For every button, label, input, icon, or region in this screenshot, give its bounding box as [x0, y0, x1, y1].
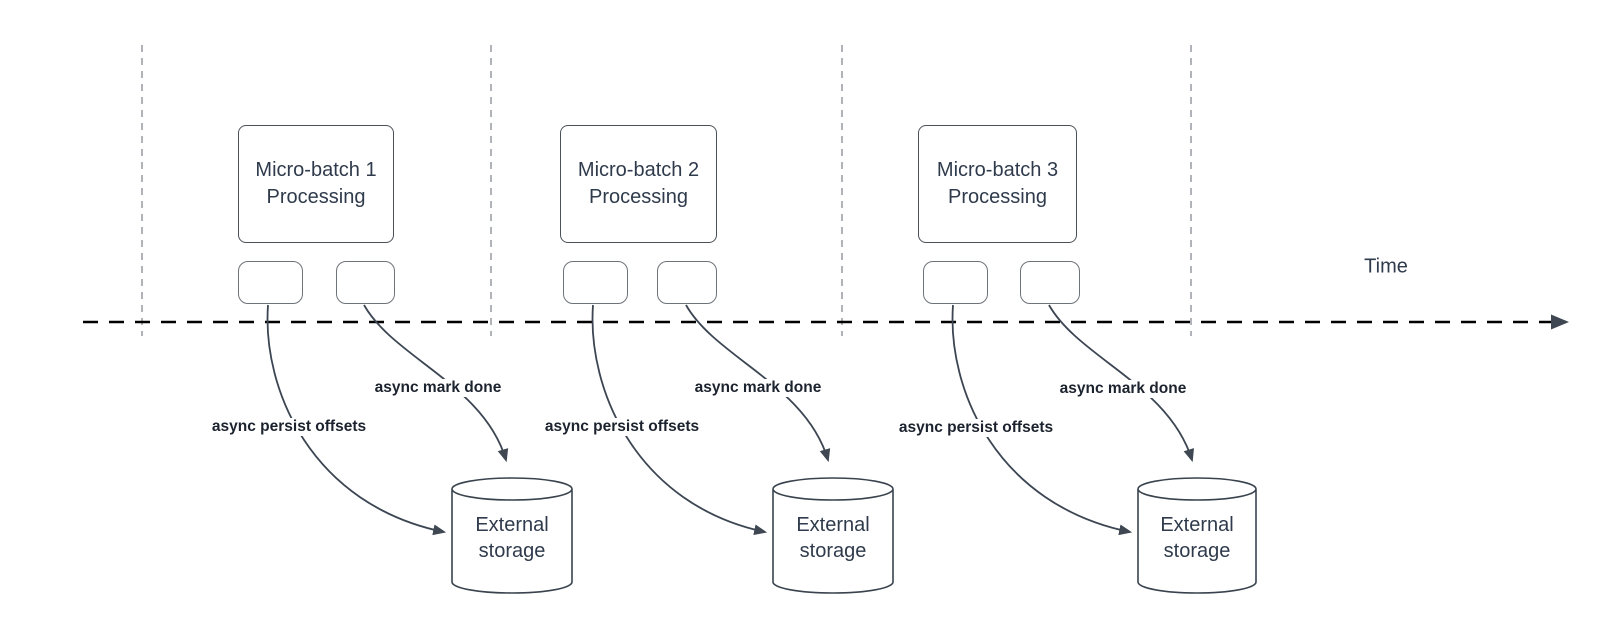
external-storage-cylinder-1	[451, 477, 573, 594]
mark-done-label-3: async mark done	[1056, 380, 1190, 398]
micro-batch-2-task-box-b	[657, 261, 717, 304]
persist-offsets-label-1: async persist offsets	[208, 418, 370, 436]
mark-done-arrow-2	[685, 304, 831, 463]
micro-batch-2-task-box-a	[563, 261, 628, 304]
micro-batch-3-processing-box: Micro-batch 3 Processing	[918, 125, 1077, 243]
micro-batch-1-processing-box: Micro-batch 1 Processing	[238, 125, 394, 243]
external-storage-cylinder-2	[772, 477, 894, 594]
external-storage-cylinder-3	[1137, 477, 1257, 594]
micro-batch-2-processing-box: Micro-batch 2 Processing	[560, 125, 717, 243]
micro-batch-3-task-box-a	[923, 261, 988, 304]
persist-offsets-label-3: async persist offsets	[895, 419, 1057, 437]
micro-batch-1-task-box-a	[238, 261, 303, 304]
persist-offsets-label-2: async persist offsets	[541, 418, 703, 436]
micro-batch-3-task-box-b	[1020, 261, 1080, 304]
time-axis-label: Time	[1364, 255, 1408, 278]
mark-done-arrow-1	[363, 304, 509, 463]
mark-done-label-2: async mark done	[691, 379, 825, 397]
persist-offsets-arrow-3	[951, 304, 1133, 536]
mark-done-arrow-3	[1048, 304, 1194, 463]
persist-offsets-arrow-1	[266, 304, 447, 536]
mark-done-label-1: async mark done	[371, 379, 505, 397]
micro-batch-1-task-box-b	[336, 261, 395, 304]
persist-offsets-arrow-2	[591, 304, 768, 536]
